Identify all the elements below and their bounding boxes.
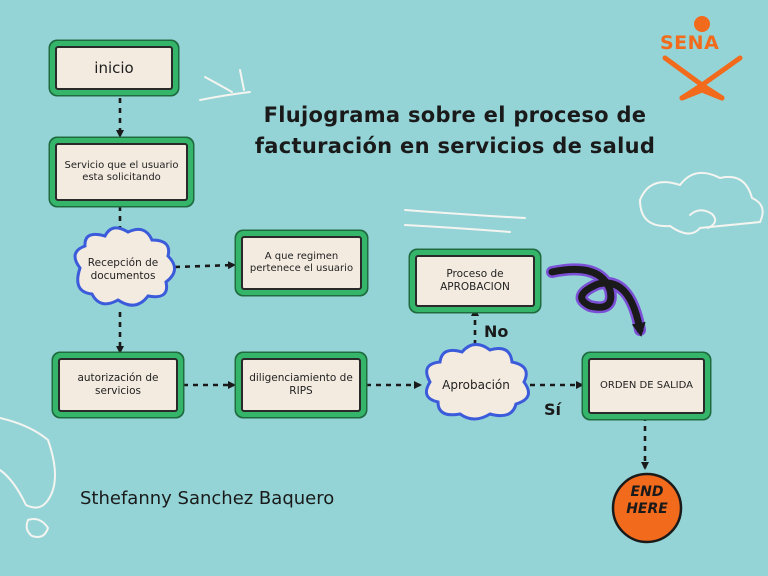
node-regimen-label: A que regimen pertenece el usuario <box>249 250 354 275</box>
author-name: Sthefanny Sanchez Baquero <box>80 488 335 509</box>
swirl-arrow <box>546 263 646 337</box>
end-badge <box>611 472 683 544</box>
sena-logo-text: SENA <box>660 32 720 54</box>
node-proceso-label: Proceso de APROBACION <box>440 267 510 293</box>
decorative-doodles <box>0 69 764 538</box>
node-aprobacion-label: Aprobación <box>442 377 510 392</box>
node-inicio-label: inicio <box>94 58 134 77</box>
title-line-1: Flujograma sobre el proceso de <box>263 103 647 127</box>
node-servicio-label: Servicio que el usuario esta solicitando <box>64 159 179 184</box>
node-inicio: inicio <box>55 46 173 90</box>
node-diligenciamiento: diligenciamiento de RIPS <box>241 358 361 412</box>
edge-recepcion-regimen <box>174 261 236 270</box>
cloud-aprobacion <box>424 343 530 421</box>
cloud-recepcion <box>73 226 176 307</box>
sena-logo-figure <box>662 16 743 101</box>
node-recepcion-label: Recepción de documentos <box>87 257 159 282</box>
edge-label-no: No <box>484 322 509 341</box>
node-recepcion: Recepción de documentos <box>82 250 164 290</box>
node-regimen: A que regimen pertenece el usuario <box>241 236 362 290</box>
node-orden: ORDEN DE SALIDA <box>588 358 705 414</box>
edge-label-si: Sí <box>544 400 562 419</box>
node-autorizacion: autorización de servicios <box>58 358 178 412</box>
node-autorizacion-label: autorización de servicios <box>77 371 159 397</box>
node-proceso: Proceso de APROBACION <box>415 255 535 307</box>
node-servicio: Servicio que el usuario esta solicitando <box>55 143 188 201</box>
page-title: Flujograma sobre el proceso de facturaci… <box>210 100 700 162</box>
node-orden-label: ORDEN DE SALIDA <box>600 379 693 391</box>
connectors <box>116 98 649 470</box>
end-label: END HERE <box>626 484 668 517</box>
title-line-2: facturación en servicios de salud <box>254 134 656 158</box>
node-diligenciamiento-label: diligenciamiento de RIPS <box>249 371 353 397</box>
node-aprobacion: Aprobación <box>434 372 518 398</box>
